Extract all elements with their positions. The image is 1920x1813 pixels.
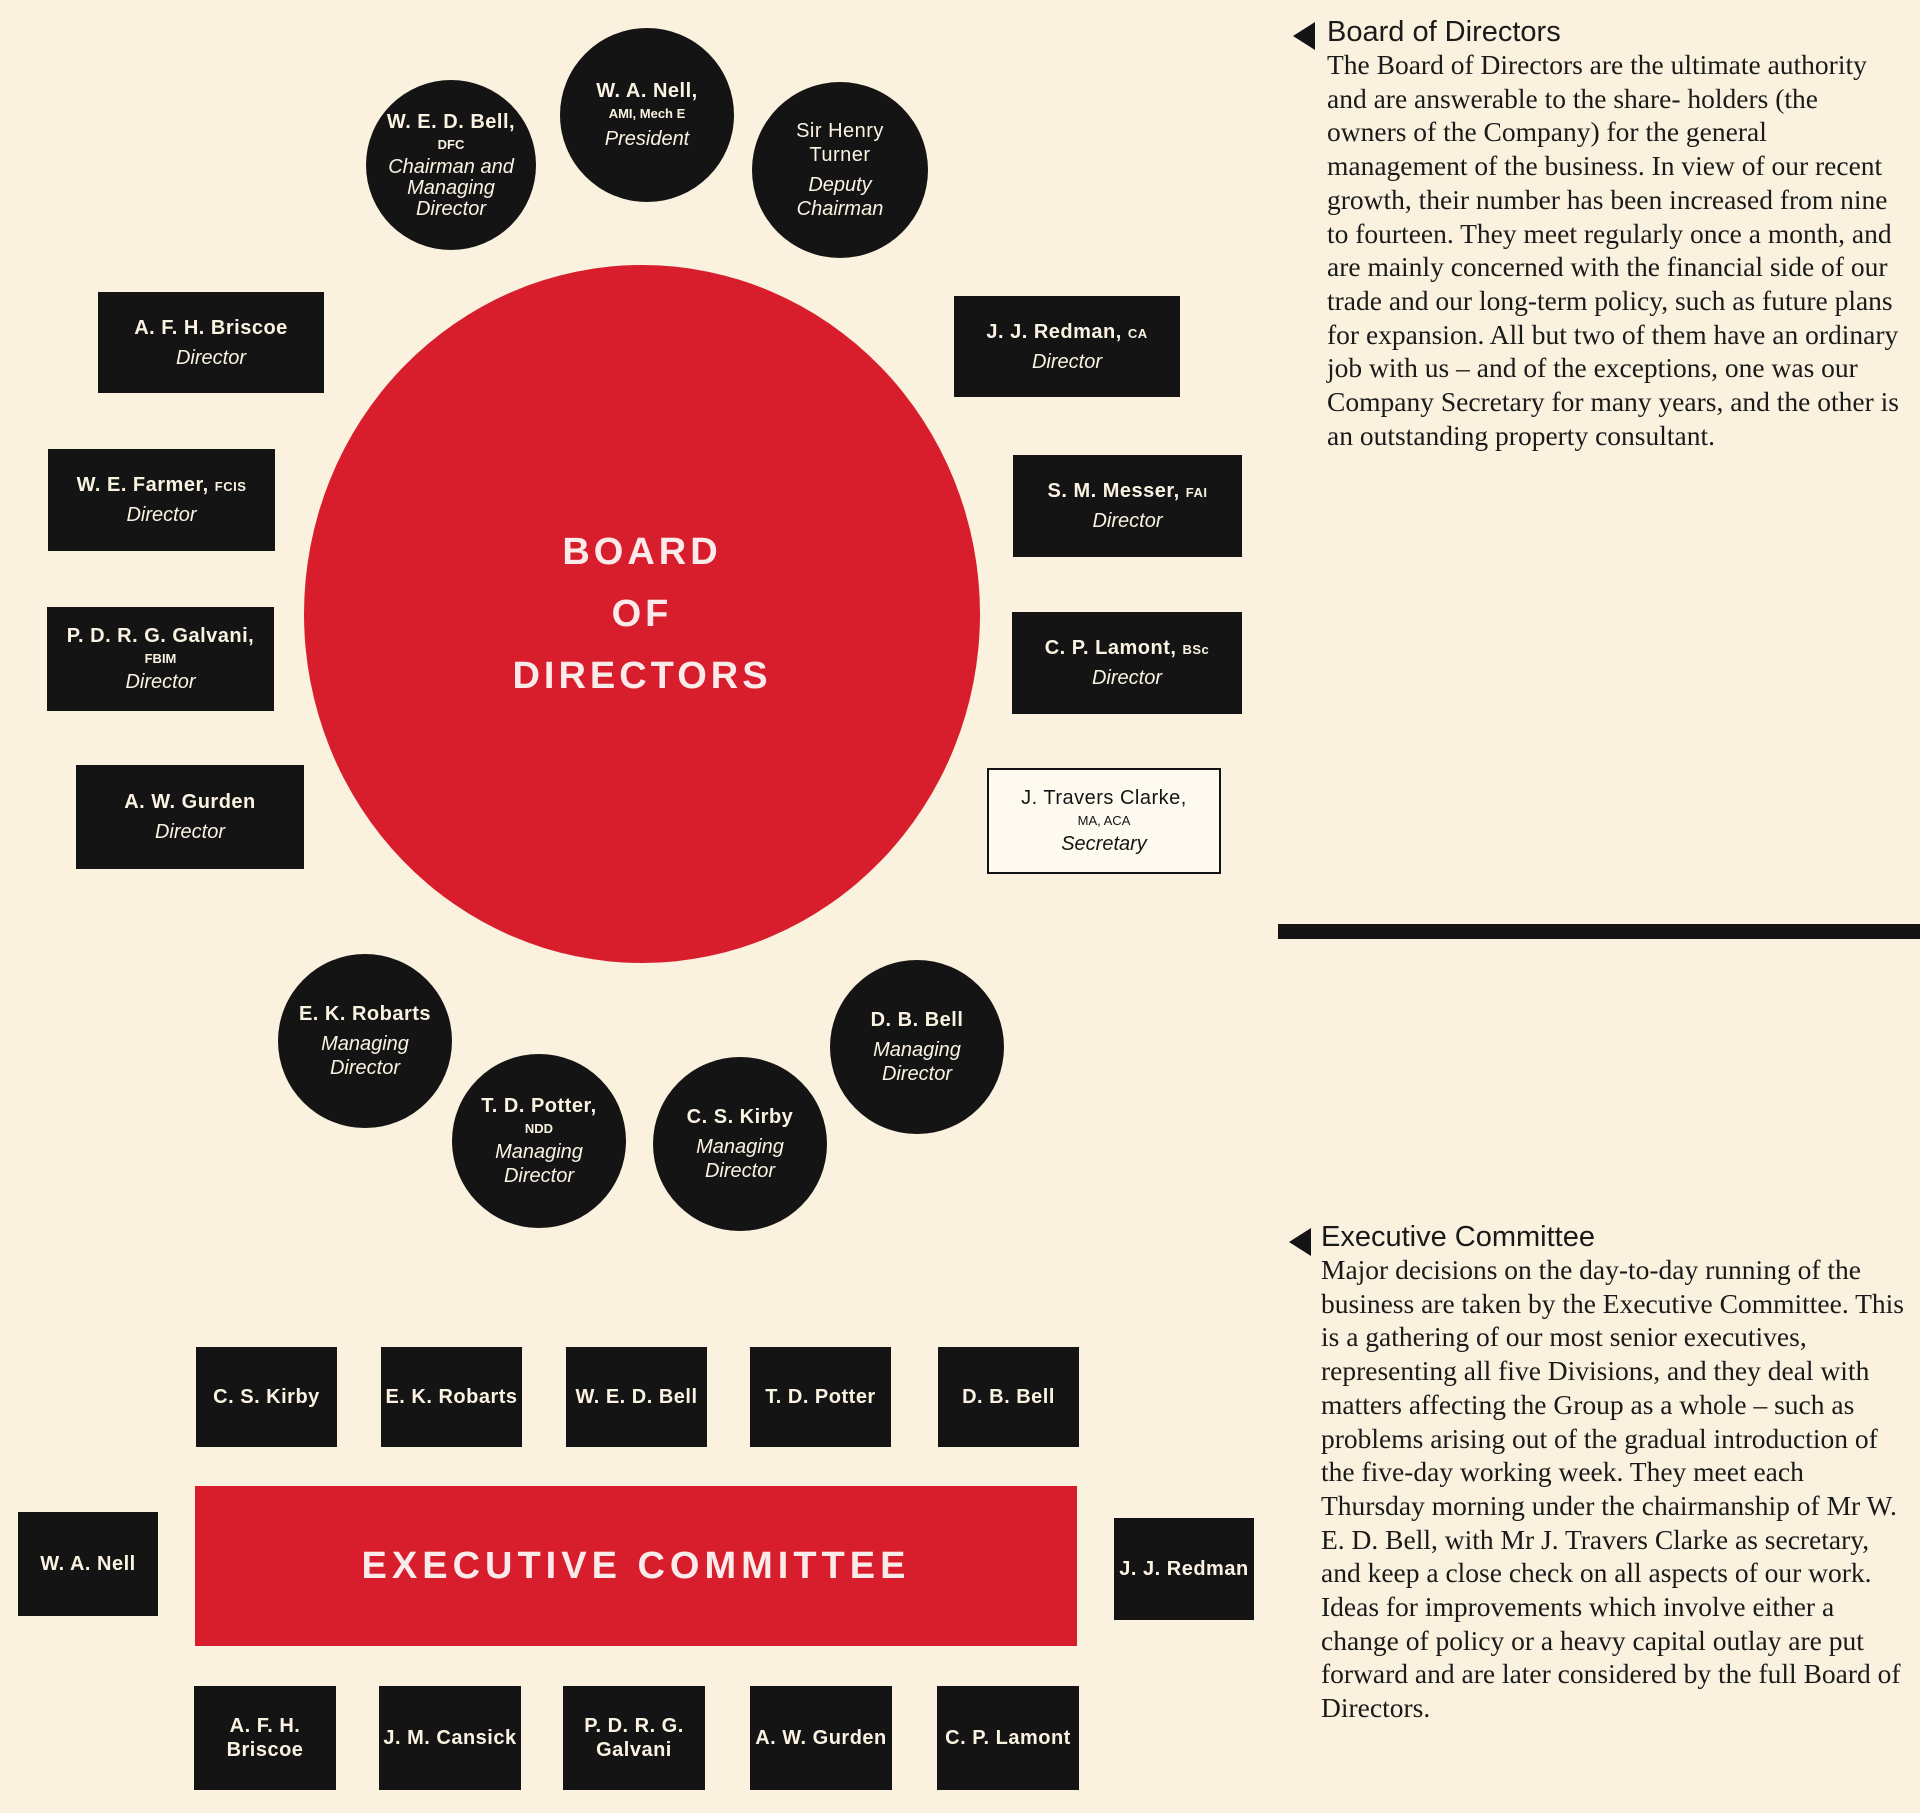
- exec-heading: Executive Committee: [1321, 1221, 1595, 1253]
- exec-member-name: A. F. H. Briscoe: [226, 1715, 304, 1761]
- exec-member-name: C. P. Lamont: [945, 1727, 1071, 1749]
- member-role: Chairman and Managing Director: [388, 155, 514, 220]
- member-name: P. D. R. G. Galvani,: [66, 625, 255, 648]
- board-description: Board of Directors The Board of Director…: [1327, 16, 1902, 452]
- member-role: Deputy Chairman: [796, 174, 884, 220]
- board-of-directors-oval: BOARD OF DIRECTORS: [304, 265, 980, 963]
- exec-member-name: A. W. Gurden: [755, 1727, 887, 1749]
- member-name: J. J. Redman, CA: [986, 320, 1148, 343]
- exec-member-name: D. B. Bell: [962, 1386, 1055, 1408]
- member-role: President: [604, 128, 690, 151]
- board-member-jj-redman: J. J. Redman, CA Director: [954, 296, 1180, 397]
- exec-member-bottom: J. M. Cansick: [379, 1686, 521, 1790]
- member-name: A. F. H. Briscoe: [134, 316, 288, 339]
- member-role: Director: [175, 346, 246, 369]
- board-member-td-potter: T. D. Potter, NDD Managing Director: [452, 1054, 626, 1228]
- member-role: Director: [1091, 667, 1162, 689]
- exec-member-name: J. M. Cansick: [383, 1727, 517, 1749]
- board-member-ek-robarts: E. K. Robarts Managing Director: [278, 954, 452, 1128]
- exec-body-text: Major decisions on the day-to-day runnin…: [1321, 1254, 1904, 1724]
- exec-member-top: D. B. Bell: [938, 1347, 1079, 1447]
- board-title-line: OF: [611, 593, 673, 635]
- board-member-henry-turner: Sir Henry Turner Deputy Chairman: [752, 82, 928, 258]
- executive-committee-bar: EXECUTIVE COMMITTEE: [195, 1486, 1077, 1646]
- member-role: Director: [125, 670, 196, 693]
- board-member-aw-gurden: A. W. Gurden Director: [76, 765, 304, 869]
- exec-member-bottom: A. W. Gurden: [750, 1686, 892, 1790]
- exec-member-top: C. S. Kirby: [196, 1347, 337, 1447]
- arrow-left-icon: [1293, 22, 1315, 50]
- member-qualification: MA, ACA: [1077, 812, 1131, 828]
- executive-description: Executive Committee Major decisions on t…: [1321, 1221, 1914, 1725]
- board-member-we-farmer: W. E. Farmer, FCIS Director: [48, 449, 275, 551]
- member-name: C. P. Lamont, BSc: [1044, 637, 1210, 659]
- member-role: Managing Director: [321, 1033, 409, 1079]
- member-role: Director: [1092, 510, 1163, 532]
- member-name: A. W. Gurden: [124, 791, 256, 813]
- member-qualification: FBIM: [144, 651, 177, 667]
- board-member-pdrg-galvani: P. D. R. G. Galvani, FBIM Director: [47, 607, 274, 711]
- exec-member-bottom: C. P. Lamont: [937, 1686, 1079, 1790]
- exec-member-name: C. S. Kirby: [213, 1386, 320, 1408]
- board-member-j-travers-clarke: J. Travers Clarke, MA, ACA Secretary: [987, 768, 1221, 874]
- member-name: J. Travers Clarke,: [1021, 786, 1187, 809]
- exec-member-left: W. A. Nell: [18, 1512, 158, 1616]
- exec-member-right: J. J. Redman: [1114, 1518, 1254, 1620]
- member-name: W. E. D. Bell,: [386, 111, 516, 134]
- member-name: D. B. Bell: [870, 1009, 964, 1031]
- board-member-cp-lamont: C. P. Lamont, BSc Director: [1012, 612, 1242, 714]
- member-qualification: DFC: [437, 137, 465, 153]
- member-role: Managing Director: [495, 1141, 583, 1188]
- exec-member-bottom: A. F. H. Briscoe: [194, 1686, 336, 1790]
- exec-member-name: E. K. Robarts: [385, 1386, 518, 1408]
- arrow-left-icon: [1289, 1228, 1311, 1256]
- member-name: W. E. Farmer, FCIS: [76, 474, 247, 496]
- member-name: C. S. Kirby: [686, 1106, 794, 1128]
- exec-member-top: W. E. D. Bell: [566, 1347, 707, 1447]
- board-member-wa-nell: W. A. Nell, AMI, Mech E President: [560, 28, 734, 202]
- board-title: BOARD OF DIRECTORS: [482, 521, 802, 707]
- member-name: T. D. Potter,: [481, 1094, 597, 1117]
- exec-member-name: T. D. Potter: [765, 1386, 876, 1408]
- member-role: Secretary: [1061, 833, 1147, 856]
- board-member-db-bell: D. B. Bell Managing Director: [830, 960, 1004, 1134]
- executive-title: EXECUTIVE COMMITTEE: [361, 1544, 911, 1587]
- board-title-line: BOARD: [562, 531, 722, 573]
- member-role: Director: [154, 821, 225, 843]
- member-qualification: AMI, Mech E: [608, 105, 686, 121]
- exec-member-name: P. D. R. G. Galvani: [584, 1715, 684, 1761]
- board-title-line: DIRECTORS: [512, 655, 772, 697]
- exec-member-top: E. K. Robarts: [381, 1347, 522, 1447]
- board-member-afh-briscoe: A. F. H. Briscoe Director: [98, 292, 324, 393]
- member-name: E. K. Robarts: [298, 1003, 432, 1025]
- member-qualification: NDD: [524, 1120, 554, 1136]
- member-name: Sir Henry Turner: [796, 120, 884, 166]
- member-role: Managing Director: [696, 1136, 784, 1182]
- member-role: Managing Director: [873, 1039, 961, 1085]
- board-heading: Board of Directors: [1327, 16, 1561, 48]
- board-member-cs-kirby: C. S. Kirby Managing Director: [653, 1057, 827, 1231]
- exec-member-name: J. J. Redman: [1119, 1558, 1249, 1580]
- member-name: S. M. Messer, FAI: [1047, 480, 1208, 502]
- member-role: Director: [126, 504, 197, 526]
- exec-member-name: W. A. Nell: [40, 1553, 136, 1575]
- board-member-sm-messer: S. M. Messer, FAI Director: [1013, 455, 1242, 557]
- section-divider: [1278, 924, 1920, 939]
- member-name: W. A. Nell,: [596, 79, 698, 102]
- board-body-text: The Board of Directors are the ultimate …: [1327, 49, 1899, 451]
- member-role: Director: [1031, 350, 1102, 373]
- exec-member-top: T. D. Potter: [750, 1347, 891, 1447]
- exec-member-name: W. E. D. Bell: [575, 1386, 698, 1408]
- board-member-wed-bell: W. E. D. Bell, DFC Chairman and Managing…: [366, 80, 536, 250]
- exec-member-bottom: P. D. R. G. Galvani: [563, 1686, 705, 1790]
